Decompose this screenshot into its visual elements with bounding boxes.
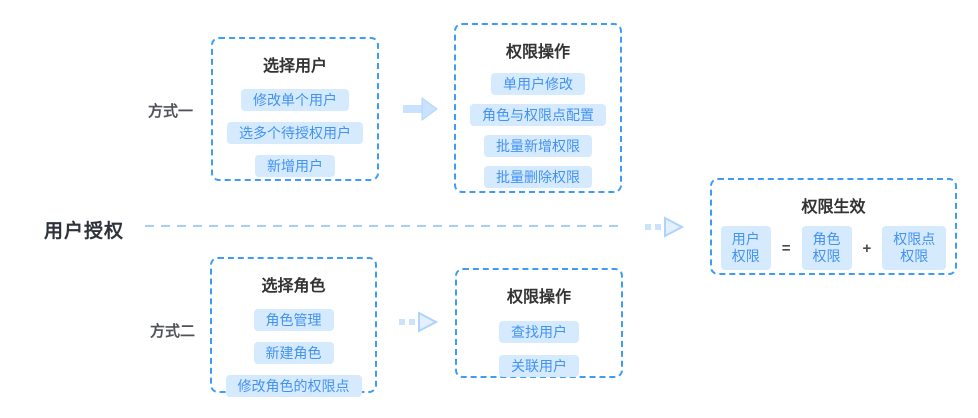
user-permission-chip: 用户 权限 <box>720 226 771 270</box>
select-user-chip: 修改单个用户 <box>241 89 349 111</box>
method1-label: 方式一 <box>148 103 194 120</box>
perm-effective-box: 权限生效 用户 权限 = 角色 权限 + 权限点 权限 <box>710 178 957 275</box>
user-permission-line1: 用户 <box>731 231 760 247</box>
select-role-box-title: 选择角色 <box>261 278 326 295</box>
point-permission-line1: 权限点 <box>893 231 936 247</box>
perm-ops-top-chip: 单用户修改 <box>491 73 585 95</box>
perm-ops-bottom-box-title: 权限操作 <box>506 289 571 306</box>
perm-ops-top-chip: 角色与权限点配置 <box>470 104 606 126</box>
arrow-right-icon <box>403 97 438 121</box>
perm-ops-bottom-chip: 查找用户 <box>499 321 579 343</box>
perm-ops-top-box: 权限操作 单用户修改 角色与权限点配置 批量新增权限 批量删除权限 <box>454 23 622 193</box>
perm-ops-bottom-box: 权限操作 查找用户 关联用户 <box>455 268 623 378</box>
perm-effective-box-title: 权限生效 <box>801 199 866 216</box>
point-permission-line2: 权限 <box>900 248 929 264</box>
select-role-box: 选择角色 角色管理 新建角色 修改角色的权限点 <box>210 257 377 397</box>
dashed-arrow-right-icon <box>645 216 685 238</box>
plus-operator: + <box>862 239 872 257</box>
select-role-chip: 修改角色的权限点 <box>225 375 362 397</box>
select-user-chip: 选多个待授权用户 <box>227 122 363 144</box>
user-permission-line2: 权限 <box>731 248 760 264</box>
point-permission-chip: 权限点 权限 <box>882 226 947 270</box>
method2-label: 方式二 <box>150 323 196 340</box>
select-user-box-title: 选择用户 <box>262 58 327 75</box>
select-user-box: 选择用户 修改单个用户 选多个待授权用户 新增用户 <box>211 37 379 181</box>
perm-ops-top-chip: 批量删除权限 <box>484 166 592 188</box>
equals-operator: = <box>781 239 791 257</box>
role-permission-line1: 角色 <box>812 231 841 247</box>
select-role-chip: 角色管理 <box>253 309 334 331</box>
perm-ops-top-box-title: 权限操作 <box>505 44 570 61</box>
role-permission-line2: 权限 <box>812 248 841 264</box>
select-role-chip: 新建角色 <box>253 342 334 364</box>
role-permission-chip: 角色 权限 <box>801 226 852 270</box>
diagram-main-label: 用户授权 <box>44 221 125 242</box>
dashed-arrow-right-icon <box>399 311 439 333</box>
select-user-chip: 新增用户 <box>255 155 335 177</box>
perm-ops-top-chip: 批量新增权限 <box>484 135 592 157</box>
dashed-horizontal-line <box>145 225 621 227</box>
perm-ops-bottom-chip: 关联用户 <box>499 355 579 377</box>
permission-equation: 用户 权限 = 角色 权限 + 权限点 权限 <box>720 226 947 270</box>
